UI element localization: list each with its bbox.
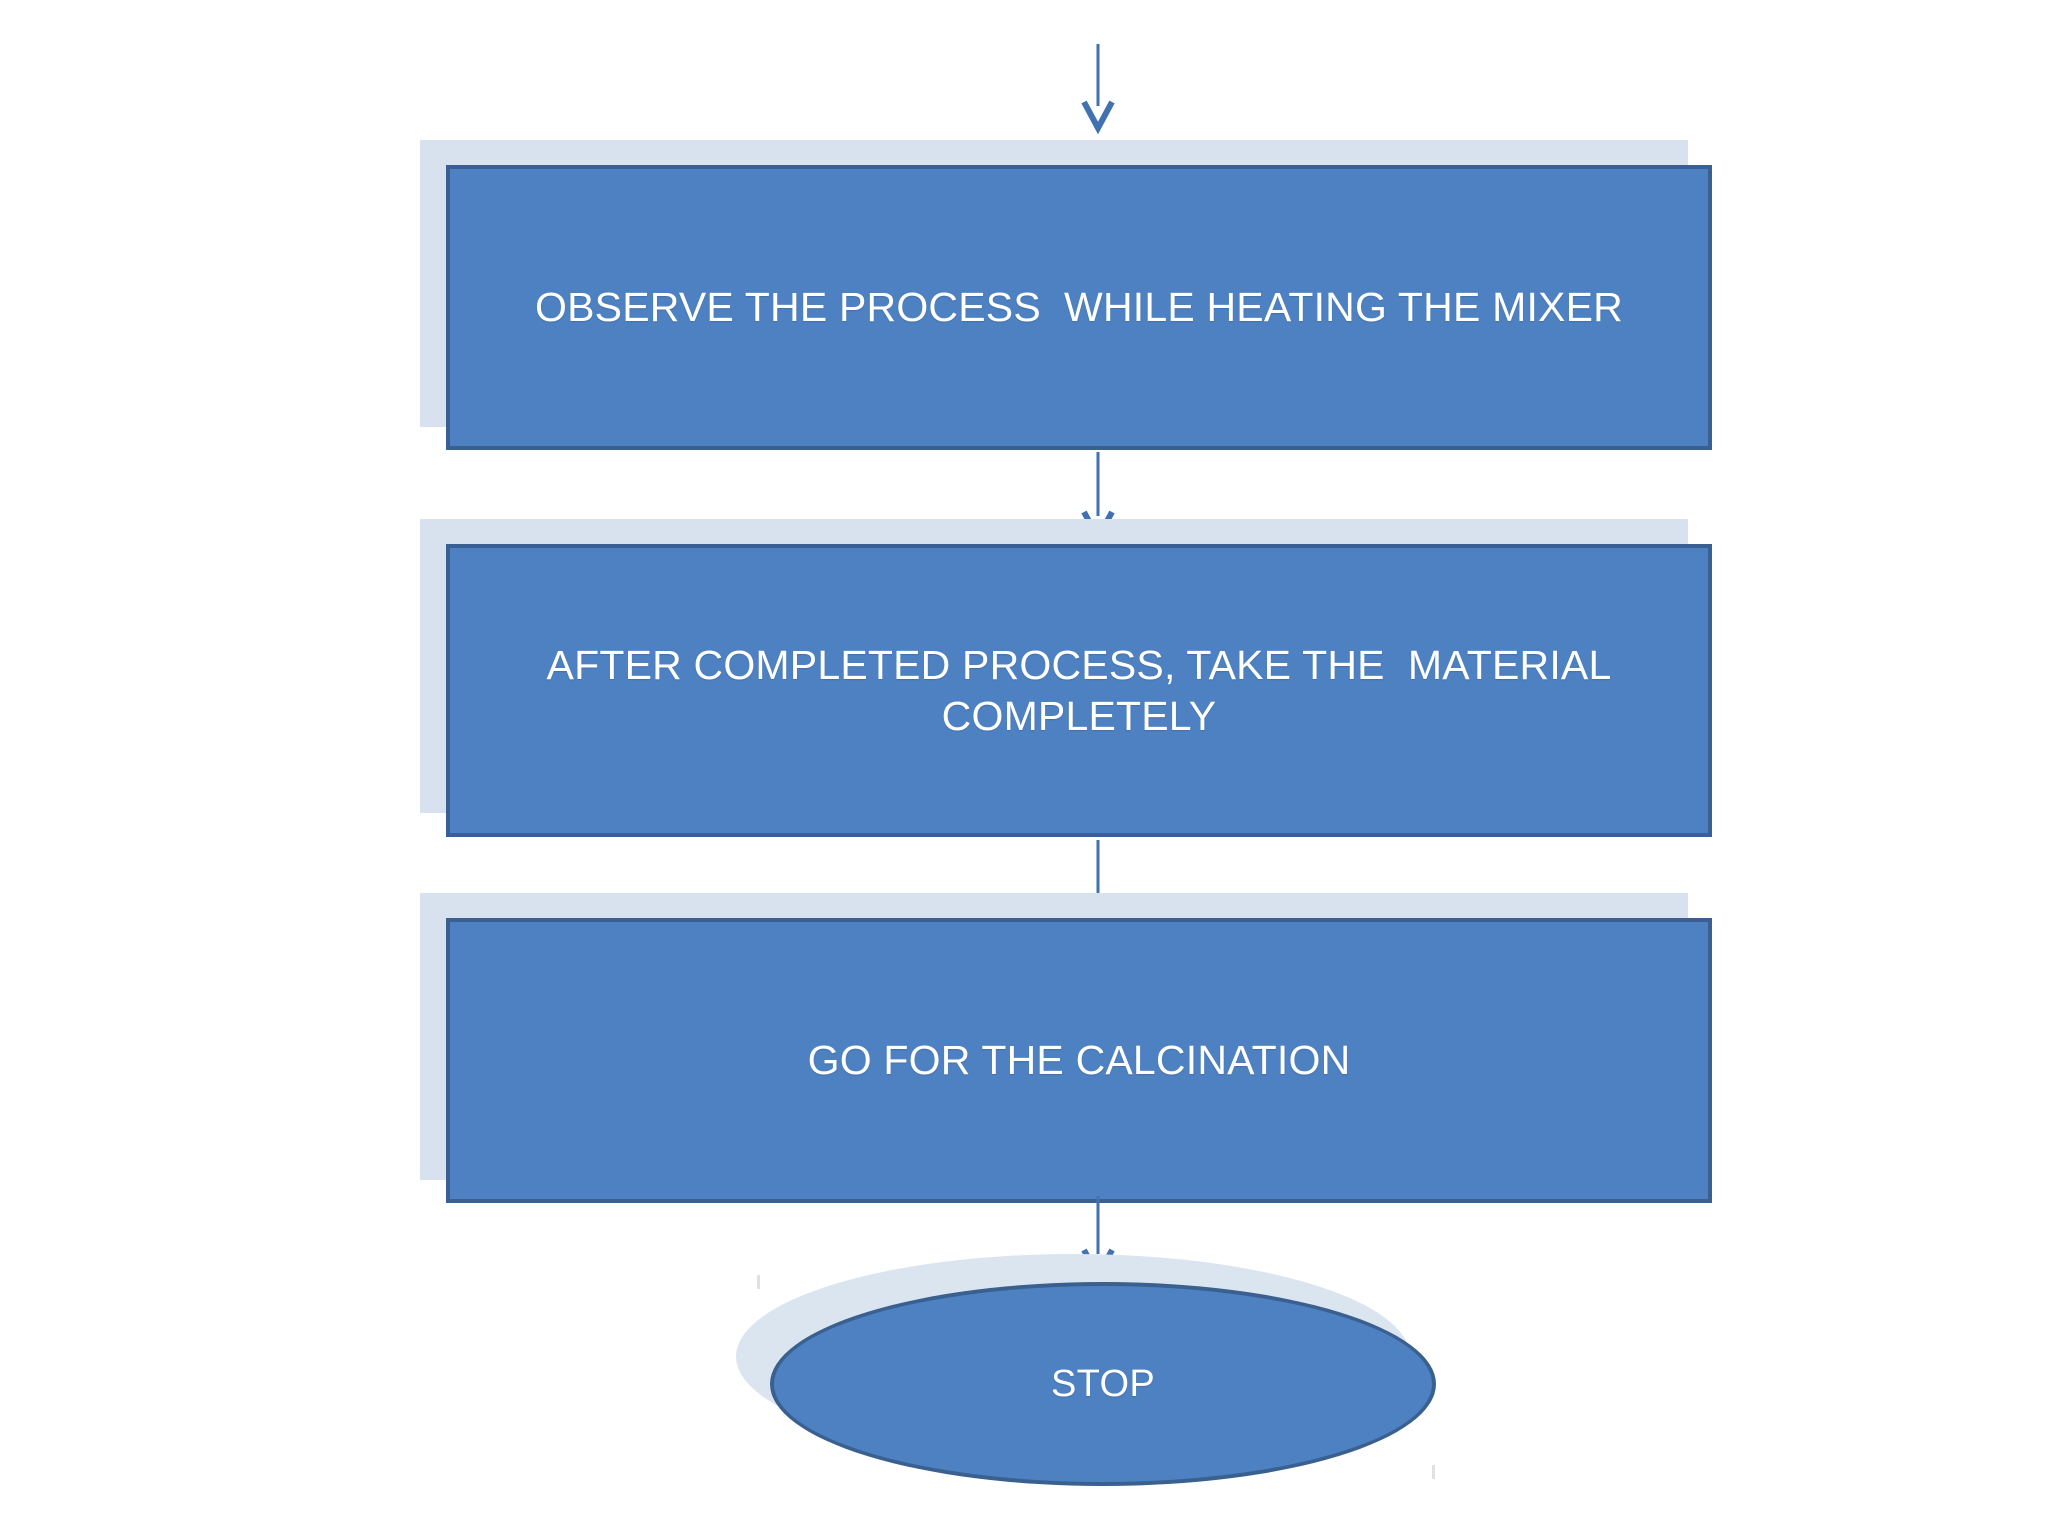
node-observe[interactable]: OBSERVE THE PROCESS WHILE HEATING THE MI… — [420, 140, 1712, 450]
node-calcination-box[interactable]: GO FOR THE CALCINATION — [446, 918, 1712, 1203]
artifact-tick-left — [757, 1275, 760, 1289]
node-stop-label: STOP — [1051, 1362, 1155, 1405]
node-observe-box[interactable]: OBSERVE THE PROCESS WHILE HEATING THE MI… — [446, 165, 1712, 450]
node-take-material[interactable]: AFTER COMPLETED PROCESS, TAKE THE MATERI… — [420, 519, 1712, 837]
node-stop-ellipse[interactable]: STOP — [770, 1282, 1436, 1486]
arrow-in-top — [1078, 44, 1118, 135]
node-stop[interactable]: STOP — [736, 1254, 1436, 1486]
node-take-material-label: AFTER COMPLETED PROCESS, TAKE THE MATERI… — [546, 642, 1624, 739]
node-take-material-box[interactable]: AFTER COMPLETED PROCESS, TAKE THE MATERI… — [446, 544, 1712, 837]
artifact-tick-right — [1432, 1465, 1435, 1479]
node-calcination[interactable]: GO FOR THE CALCINATION — [420, 893, 1712, 1203]
node-calcination-label: GO FOR THE CALCINATION — [807, 1037, 1351, 1084]
node-observe-label: OBSERVE THE PROCESS WHILE HEATING THE MI… — [535, 284, 1623, 331]
